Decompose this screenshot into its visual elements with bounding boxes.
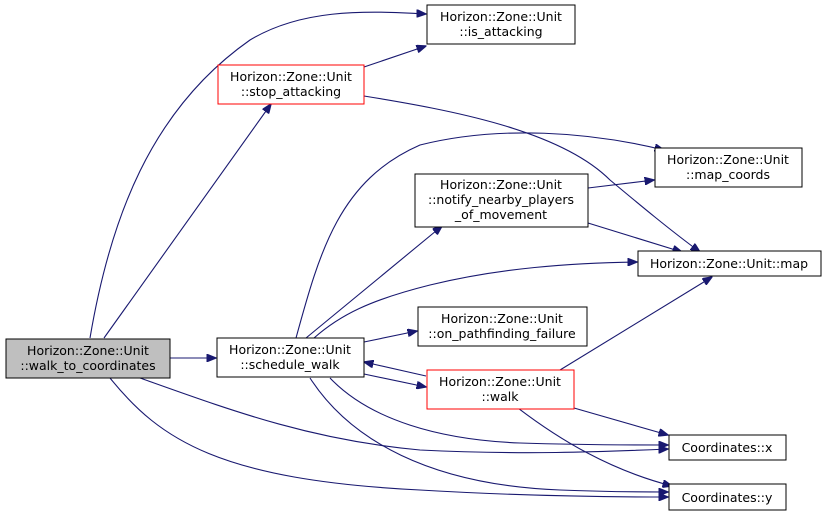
edge-walk-to-map: [559, 277, 712, 371]
edge-schedule-walk-to-map: [313, 262, 637, 339]
edge-schedule-walk-to-map-coords: [295, 132, 664, 339]
edge-schedule-walk-to-coordinates-x: [329, 377, 668, 445]
node-coordinates-x[interactable]: Coordinates::x: [668, 434, 787, 461]
edge-walk-to-coordinates-x: [573, 407, 668, 435]
edge-walk-to-coordinates-y: [517, 407, 672, 486]
node-label-line2: ::is_attacking: [459, 24, 542, 39]
edge-walk-to-schedule-walk: [364, 362, 427, 377]
node-walk[interactable]: Horizon::Zone::Unit ::walk: [426, 369, 575, 410]
nodes-layer: Horizon::Zone::Unit ::walk_to_coordinate…: [5, 4, 822, 511]
node-label-line1: Horizon::Zone::Unit::map: [650, 256, 808, 271]
edge-stop-attacking-to-map: [363, 95, 700, 252]
edge-schedule-walk-to-walk: [363, 373, 426, 387]
node-label-line2: ::walk: [481, 389, 519, 404]
node-label-line2: ::map_coords: [686, 167, 770, 182]
node-label-line1: Horizon::Zone::Unit: [439, 374, 561, 389]
node-walk-to-coordinates[interactable]: Horizon::Zone::Unit ::walk_to_coordinate…: [5, 338, 171, 379]
edge-schedule-walk-to-notify-nearby: [305, 226, 442, 339]
edge-walk-to-coordinates-to-coordinates-y: [109, 377, 668, 497]
edge-walk-to-coordinates-to-coordinates-x: [139, 377, 668, 453]
node-label-line2: ::on_pathfinding_failure: [428, 326, 576, 341]
node-is-attacking[interactable]: Horizon::Zone::Unit ::is_attacking: [426, 4, 576, 45]
node-label-line2: ::walk_to_coordinates: [20, 358, 155, 373]
edge-notify-nearby-to-map-coords: [587, 180, 654, 189]
node-schedule-walk[interactable]: Horizon::Zone::Unit ::schedule_walk: [216, 337, 365, 378]
node-map[interactable]: Horizon::Zone::Unit::map: [637, 250, 822, 277]
node-label-line2: ::notify_nearby_players: [428, 192, 574, 207]
node-label-line1: Coordinates::y: [682, 490, 773, 505]
node-label-line1: Horizon::Zone::Unit: [667, 152, 789, 167]
edges-layer: [89, 12, 712, 497]
node-label-line1: Horizon::Zone::Unit: [440, 9, 562, 24]
node-label-line1: Horizon::Zone::Unit: [441, 311, 563, 326]
node-on-pathfinding-failure[interactable]: Horizon::Zone::Unit ::on_pathfinding_fai…: [417, 306, 588, 347]
edge-stop-attacking-to-is-attacking: [363, 46, 426, 68]
edge-walk-to-coordinates-to-stop-attacking: [103, 104, 271, 339]
edge-notify-nearby-to-map: [587, 222, 682, 252]
node-label-line1: Coordinates::x: [682, 440, 773, 455]
node-label-line2: ::schedule_walk: [240, 357, 340, 372]
node-stop-attacking[interactable]: Horizon::Zone::Unit ::stop_attacking: [217, 64, 365, 105]
node-label-line1: Horizon::Zone::Unit: [440, 177, 562, 192]
edge-walk-to-coordinates-to-is-attacking: [89, 12, 426, 339]
node-coordinates-y[interactable]: Coordinates::y: [668, 483, 787, 511]
node-label-line1: Horizon::Zone::Unit: [27, 343, 149, 358]
node-label-line3: _of_movement: [454, 207, 547, 222]
node-map-coords[interactable]: Horizon::Zone::Unit ::map_coords: [654, 147, 803, 188]
edge-schedule-walk-to-coordinates-y: [309, 377, 668, 492]
node-label-line1: Horizon::Zone::Unit: [229, 342, 351, 357]
node-notify-nearby-players-of-movement[interactable]: Horizon::Zone::Unit ::notify_nearby_play…: [414, 173, 589, 228]
node-label-line1: Horizon::Zone::Unit: [230, 69, 352, 84]
node-label-line2: ::stop_attacking: [241, 84, 341, 99]
edge-schedule-walk-to-on-pathfinding-failure: [363, 331, 417, 343]
